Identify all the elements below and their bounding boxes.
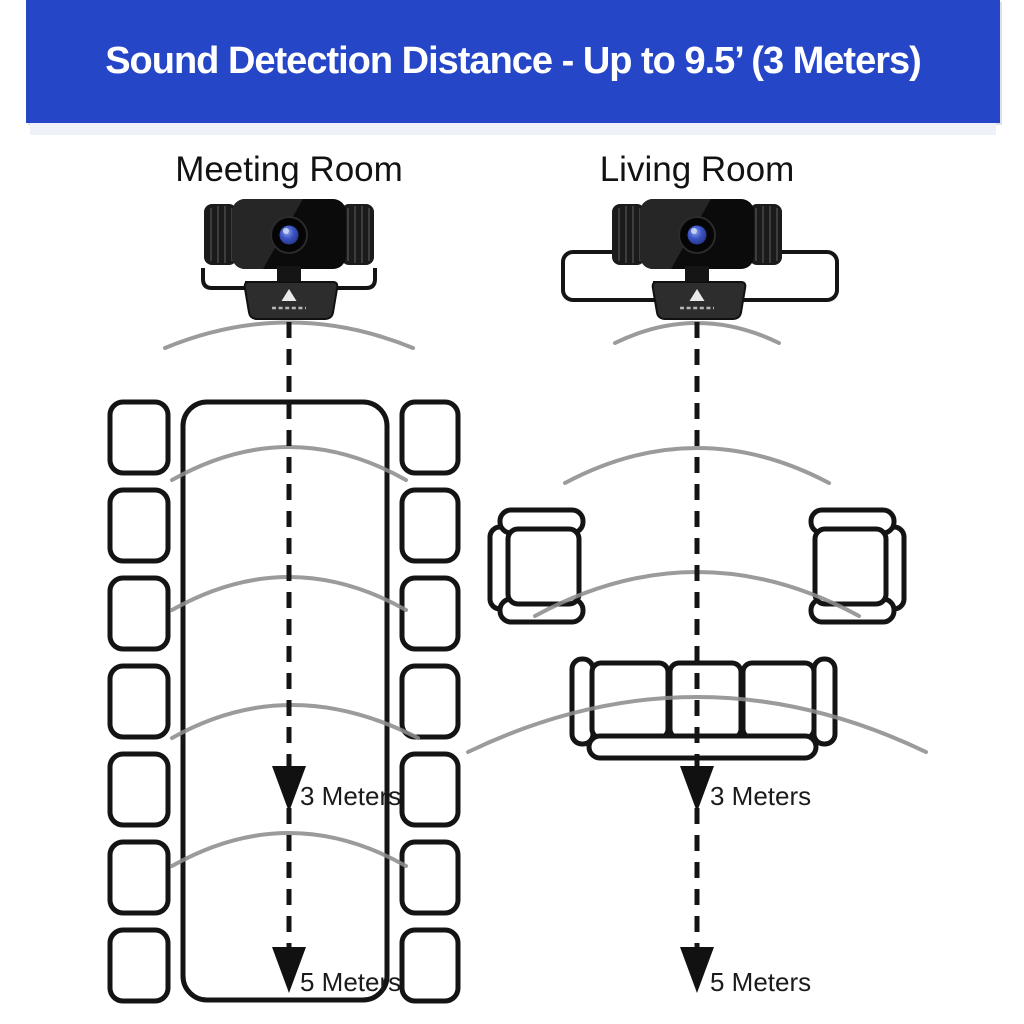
armchair-left bbox=[487, 507, 586, 625]
meeting-room-title: Meeting Room bbox=[175, 150, 403, 189]
chair bbox=[107, 839, 171, 916]
meeting-chairs-left bbox=[107, 399, 171, 1004]
chair bbox=[399, 927, 461, 1004]
header-title: Sound Detection Distance - Up to 9.5’ (3… bbox=[105, 40, 922, 82]
distance-label-5m: 5 Meters bbox=[300, 967, 401, 997]
meeting-sound-waves bbox=[163, 320, 420, 868]
armchair-right bbox=[808, 507, 907, 625]
chair bbox=[107, 927, 171, 1004]
sound-wave-arc bbox=[170, 703, 420, 740]
header-banner: Sound Detection Distance - Up to 9.5’ (3… bbox=[26, 0, 1000, 123]
down-arrow-icon bbox=[680, 947, 714, 993]
chair bbox=[107, 399, 171, 476]
chair bbox=[399, 751, 461, 828]
chair bbox=[107, 487, 171, 564]
sound-wave-arc bbox=[170, 445, 408, 482]
meeting-room-diagram: 3 Meters 5 Meters bbox=[107, 199, 461, 1004]
living-room-title: Living Room bbox=[599, 150, 795, 189]
sofa-armrest bbox=[811, 656, 838, 747]
armchair-seat bbox=[505, 526, 582, 607]
distance-label-5m: 5 Meters bbox=[710, 967, 811, 997]
banner-underlay bbox=[30, 123, 996, 135]
sound-wave-arc bbox=[466, 695, 928, 754]
sofa-front bbox=[586, 733, 819, 761]
armchair-seat bbox=[812, 526, 889, 607]
down-arrow-icon bbox=[680, 766, 714, 812]
chair bbox=[107, 751, 171, 828]
chair bbox=[399, 575, 461, 652]
sound-wave-arc bbox=[563, 446, 831, 485]
conference-table bbox=[180, 399, 390, 1003]
meeting-chairs-right bbox=[399, 399, 461, 1004]
down-arrow-icon bbox=[272, 766, 306, 812]
down-arrow-icon bbox=[272, 947, 306, 993]
living-room-diagram: 3 Meters 5 Meters bbox=[466, 199, 928, 997]
chair bbox=[399, 399, 461, 476]
webcam-icon bbox=[204, 199, 374, 319]
chair bbox=[399, 839, 461, 916]
distance-label-3m: 3 Meters bbox=[300, 781, 401, 811]
chair bbox=[107, 575, 171, 652]
distance-label-3m: 3 Meters bbox=[710, 781, 811, 811]
chair bbox=[399, 663, 461, 740]
sofa-cushion bbox=[667, 660, 744, 741]
sound-wave-arc bbox=[170, 831, 408, 868]
chair bbox=[107, 663, 171, 740]
chair bbox=[399, 487, 461, 564]
